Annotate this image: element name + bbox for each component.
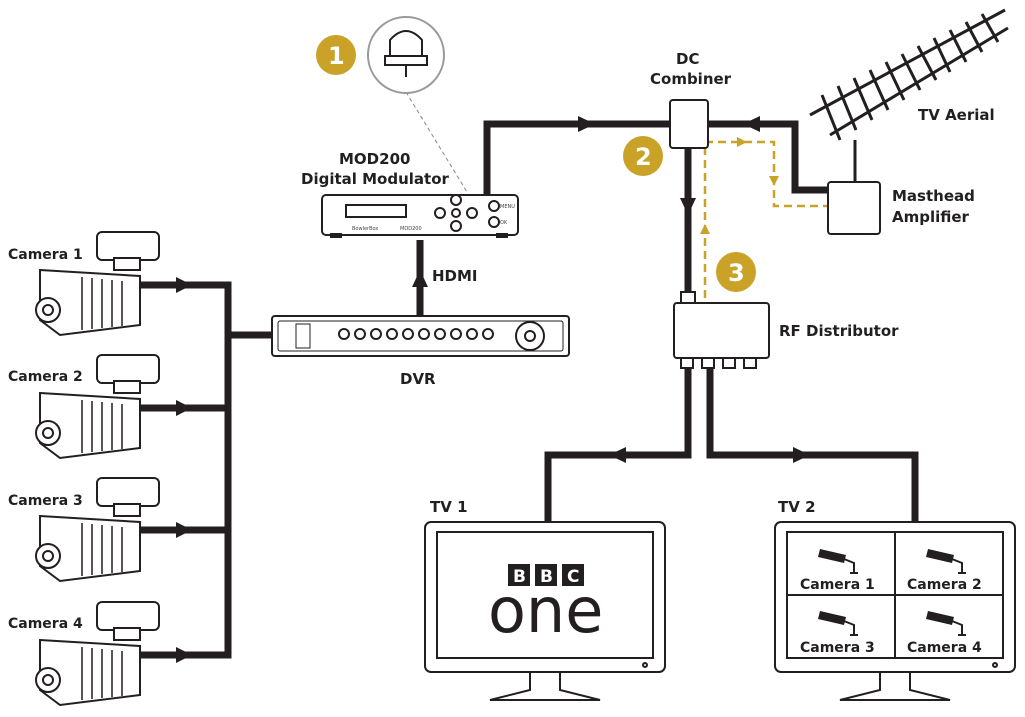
camera-1-label: Camera 1 (8, 247, 83, 263)
modulator-model-tag: MOD200 (400, 226, 422, 232)
modulator-label-line1: MOD200 (339, 150, 410, 168)
svg-text:2: 2 (635, 143, 652, 171)
svg-text:1: 1 (328, 42, 345, 70)
camera-2 (35, 354, 160, 460)
masthead-label-line2: Amplifier (892, 208, 970, 226)
dc-combiner-label-line2: Combiner (650, 70, 732, 88)
bbc-channel-name: one (488, 574, 603, 647)
modulator-to-combiner-cable (483, 120, 670, 195)
connector-callout (367, 16, 445, 94)
tv-1 (424, 521, 666, 701)
camera-3 (35, 477, 160, 583)
tv2-cell-camera4: Camera 4 (907, 640, 982, 656)
dc-combiner-label-line1: DC (676, 50, 699, 68)
arrow-to-tv1 (609, 447, 626, 463)
hdmi-label: HDMI (432, 267, 478, 285)
bbc-letter-b1: B (513, 567, 526, 587)
arrow-to-tv2 (793, 447, 810, 463)
bbc-letter-c: C (567, 567, 579, 587)
dc-arrow-down (769, 176, 779, 186)
arrow-camera4 (176, 647, 192, 663)
cctv-icon (818, 611, 858, 636)
rf-distributor-label: RF Distributor (779, 322, 899, 340)
dc-power-path-down (703, 140, 827, 298)
cctv-icon (926, 611, 966, 636)
tv1-label: TV 1 (430, 498, 468, 516)
tv-2 (774, 521, 1016, 701)
modulator-menu-key: MENU (500, 204, 515, 210)
tv-aerial-label: TV Aerial (918, 106, 995, 124)
masthead-amplifier (827, 181, 881, 235)
arrow-camera1 (176, 277, 192, 293)
camera-4-label: Camera 4 (8, 616, 83, 632)
amplifier-to-combiner-cable (708, 120, 828, 194)
modulator-ok-key: OK (500, 220, 508, 226)
modulator-unit: BowlerBox MOD200 MENU OK (321, 194, 519, 238)
arrow-to-distributor (680, 198, 696, 215)
camera-3-label: Camera 3 (8, 493, 83, 509)
dc-combiner (669, 99, 709, 149)
step-badge-1: 1 (316, 35, 356, 75)
arrow-camera3 (176, 522, 192, 538)
tv2-cell-camera1: Camera 1 (800, 577, 875, 593)
tv2-label: TV 2 (778, 498, 816, 516)
svg-text:3: 3 (728, 259, 745, 287)
dvr-label: DVR (400, 370, 436, 388)
tv2-cell-camera2: Camera 2 (907, 577, 982, 593)
camera-4 (35, 601, 160, 707)
modulator-label-line2: Digital Modulator (301, 170, 450, 188)
camera-2-label: Camera 2 (8, 369, 83, 385)
arrow-from-amplifier (743, 116, 760, 132)
masthead-label-line1: Masthead (892, 187, 975, 205)
tv-aerial (809, 8, 1009, 182)
distributor-to-tv2-cable (706, 365, 919, 525)
step-badge-2: 2 (623, 136, 663, 176)
camera-1 (35, 231, 160, 337)
dc-arrow-up (700, 224, 710, 234)
arrow-camera2 (176, 400, 192, 416)
tv2-cell-camera3: Camera 3 (800, 640, 875, 656)
modulator-brand: BowlerBox (352, 226, 378, 232)
dvr-unit (271, 315, 570, 357)
callout-line (405, 91, 468, 193)
bbc-letter-b2: B (540, 567, 553, 587)
arrow-to-combiner (578, 116, 595, 132)
dc-arrow-right (737, 137, 747, 147)
bbc-logo: B B C one (488, 564, 603, 647)
camera-bus-cable (140, 281, 275, 659)
step-badge-3: 3 (716, 252, 756, 292)
distributor-to-tv1-cable (544, 365, 692, 525)
cctv-icon (818, 549, 858, 574)
rf-distributor (673, 291, 770, 369)
cctv-icon (926, 549, 966, 574)
arrow-hdmi (412, 270, 428, 287)
